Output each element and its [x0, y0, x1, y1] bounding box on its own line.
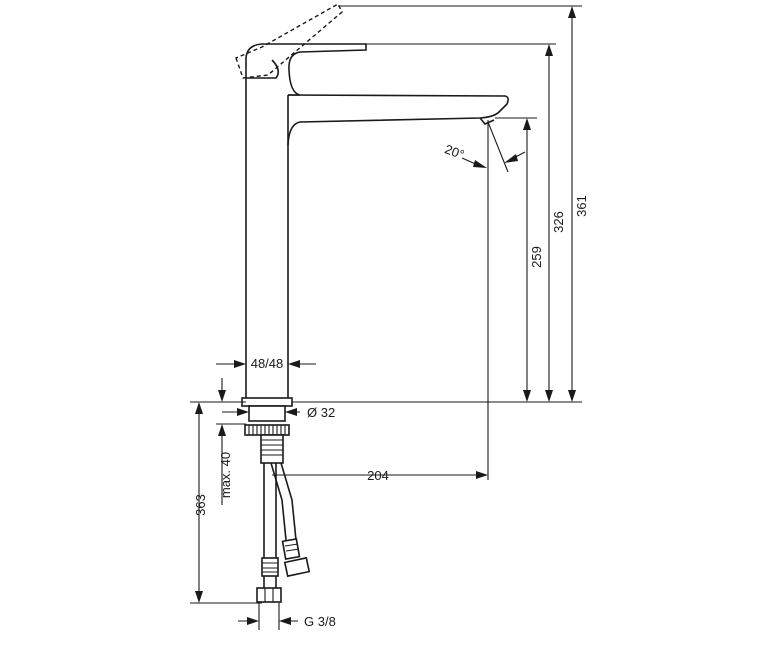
dim-max-thickness — [216, 378, 246, 505]
dim-height-spout — [523, 118, 531, 402]
faucet-body — [245, 78, 509, 398]
dim-height-lever — [545, 44, 553, 402]
label-connection: G 3/8 — [304, 614, 336, 629]
lever-handle — [245, 43, 367, 96]
supply-hose-straight — [256, 463, 282, 603]
label-below-deck: 363 — [193, 494, 208, 516]
label-height-total: 361 — [574, 195, 589, 217]
label-shank-diameter: Ø 32 — [307, 405, 335, 420]
dim-angle — [461, 120, 526, 173]
label-height-lever: 326 — [551, 211, 566, 233]
dim-shank-diameter — [222, 408, 300, 416]
dim-base-size — [216, 360, 316, 368]
threaded-shank — [260, 434, 284, 464]
mounting-nut — [244, 424, 290, 436]
label-angle: 20° — [443, 141, 467, 162]
dim-below-deck — [195, 402, 203, 603]
extension-lines — [190, 5, 582, 604]
dim-height-total — [568, 6, 576, 402]
label-height-spout: 259 — [529, 246, 544, 268]
label-projection: 204 — [367, 468, 389, 483]
deck-base — [241, 397, 293, 422]
dim-projection — [272, 471, 488, 479]
label-max-thickness: max. 40 — [218, 452, 233, 498]
dim-connection — [238, 603, 298, 630]
label-base-size: 48/48 — [251, 356, 284, 371]
supply-hose-angled — [270, 462, 311, 578]
lever-handle-open-position — [235, 3, 343, 79]
